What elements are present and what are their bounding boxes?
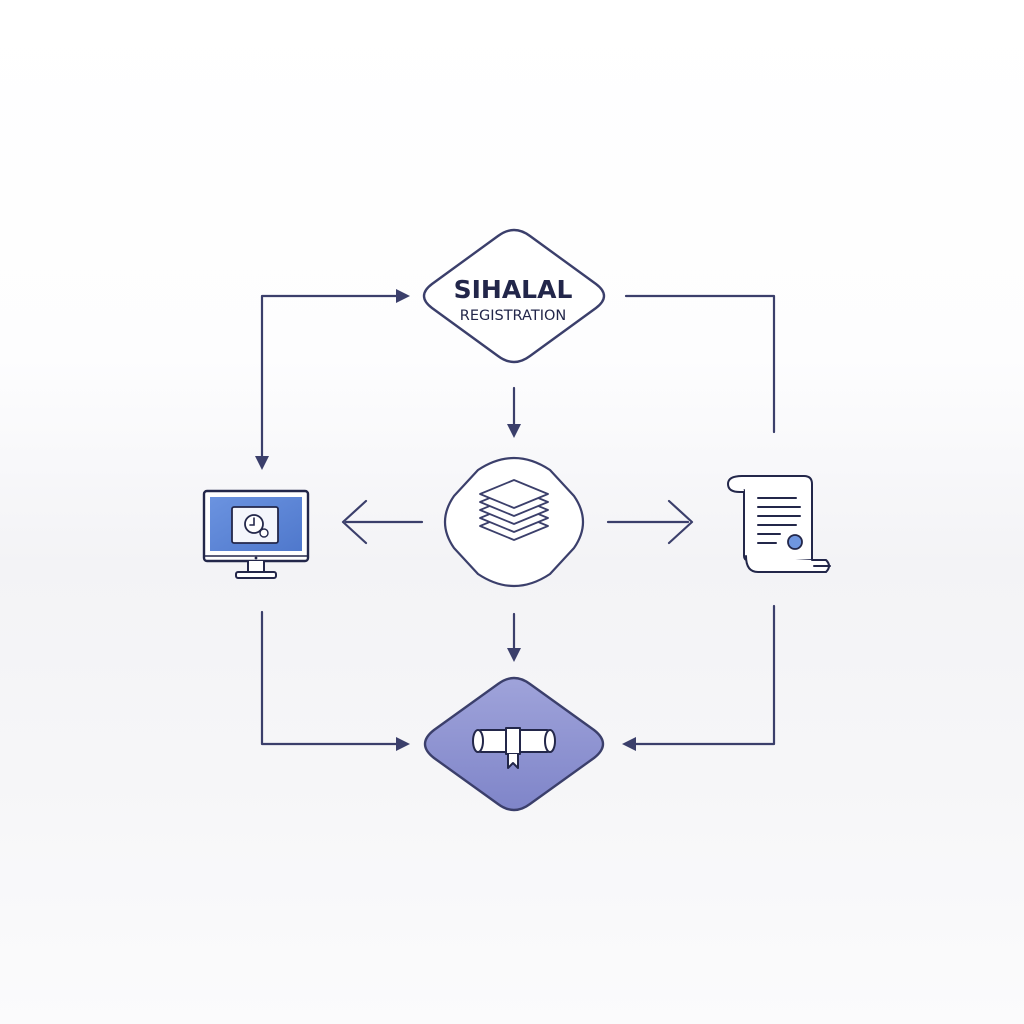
certificate-seal-icon: [787, 534, 803, 550]
documents-node[interactable]: [443, 456, 585, 588]
arrowhead-to-diploma-left: [396, 737, 410, 751]
connector-certificate-to-diploma: [632, 604, 776, 746]
arrowhead-to-diploma-top: [507, 648, 521, 662]
registration-diamond-shape: [422, 228, 606, 364]
connector-computer-to-registration: [260, 294, 400, 460]
arrowhead-to-registration: [396, 289, 410, 303]
registration-node[interactable]: SIHALAL REGISTRATION: [422, 228, 606, 364]
chevron-left-arrowhead: [341, 499, 368, 545]
chevron-right-arrowhead: [667, 499, 694, 545]
computer-monitor-icon: [202, 489, 310, 579]
certificate-node[interactable]: [727, 475, 831, 573]
registration-subtitle: REGISTRATION: [460, 308, 566, 324]
connector-registration-to-certificate: [624, 294, 776, 434]
diploma-scroll-icon: [472, 727, 556, 769]
arrowhead-to-documents: [507, 424, 521, 438]
arrowheads: [255, 289, 636, 751]
arrowhead-to-diploma-right: [622, 737, 636, 751]
diploma-node[interactable]: [423, 676, 605, 812]
scroll-certificate-icon: [727, 475, 831, 573]
computer-node[interactable]: [202, 489, 310, 579]
stacked-layers-icon: [479, 479, 549, 541]
registration-title: SIHALAL: [454, 275, 573, 304]
arrowhead-to-computer: [255, 456, 269, 470]
connector-computer-to-diploma: [260, 610, 400, 746]
